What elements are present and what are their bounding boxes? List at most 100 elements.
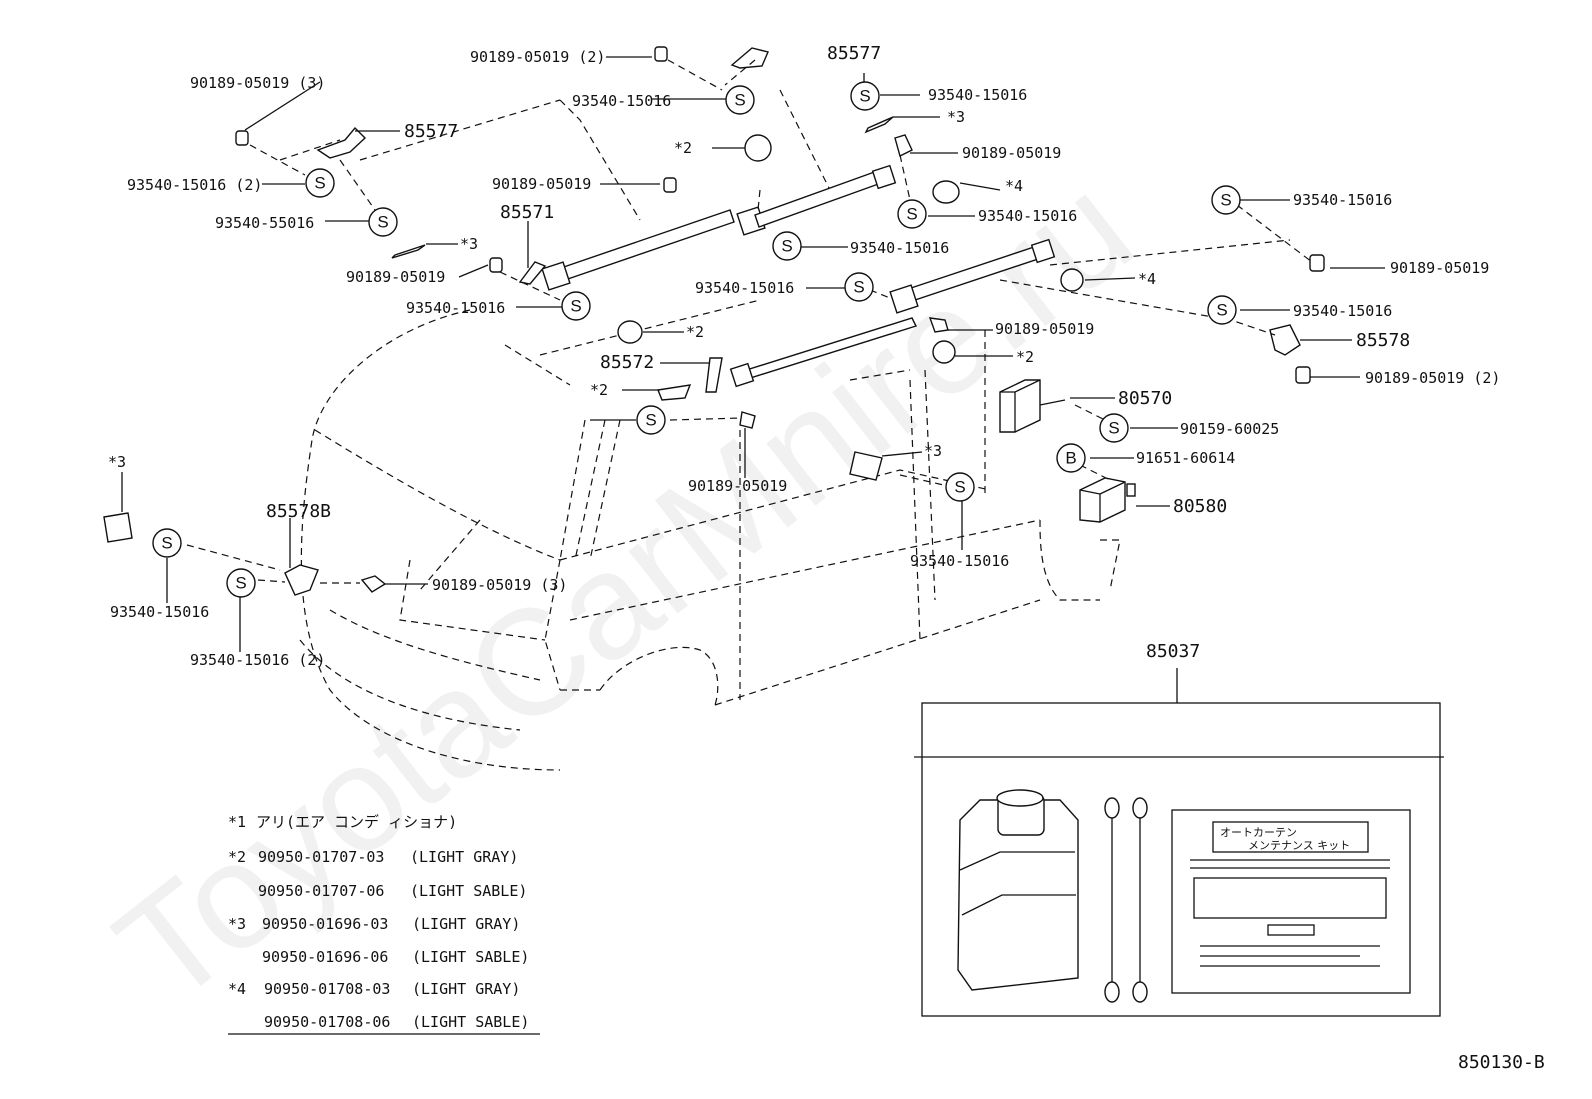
callout: 90189-05019	[688, 477, 787, 495]
callout: 85577	[404, 121, 458, 142]
svg-text:S: S	[570, 297, 581, 316]
callout: 91651-60614	[1136, 449, 1235, 467]
screw-symbol: S	[152, 528, 182, 558]
svg-text:S: S	[1108, 419, 1119, 438]
note-mark: *3	[228, 915, 246, 933]
note-color: (LIGHT GRAY)	[412, 980, 520, 998]
svg-text:S: S	[853, 278, 864, 297]
callout: 90189-05019	[492, 175, 591, 193]
figure-id: 850130-B	[1458, 1052, 1545, 1073]
screw-symbol: S	[636, 405, 666, 435]
callout: 90189-05019	[962, 144, 1061, 162]
callout: 93540-15016	[978, 207, 1077, 225]
part-callouts: 90189-05019 (2) 85577 90189-05019 (3) 93…	[108, 43, 1500, 669]
maintenance-kit: オートカーテン メンテナンス キット	[914, 668, 1444, 1017]
callout: 90159-60025	[1180, 420, 1279, 438]
callout: 90189-05019 (3)	[432, 576, 567, 594]
callout: 93540-15016	[1293, 302, 1392, 320]
caps	[617, 134, 1084, 364]
footnotes: *1 アリ(エア コンデ ィショナ) *2 90950-01707-03 (LI…	[228, 813, 540, 1035]
svg-text:S: S	[235, 574, 246, 593]
callout: 90189-05019 (3)	[190, 74, 325, 92]
callout: 93540-15016 (2)	[127, 176, 262, 194]
screw-symbol: S	[368, 207, 398, 237]
callout: *2	[1016, 348, 1034, 366]
screw-symbol: S	[772, 231, 802, 261]
kit-label-line2: メンテナンス キット	[1248, 839, 1350, 852]
callout: 93540-15016	[928, 86, 1027, 104]
note-part: 90950-01708-03	[264, 980, 390, 998]
callout: *4	[1005, 177, 1023, 195]
note-part: 90950-01707-03	[258, 848, 384, 866]
cotton-swabs	[1104, 797, 1148, 1003]
curtain-rail-middle	[889, 238, 1056, 314]
note-part: アリ(エア コンデ ィショナ)	[256, 813, 457, 831]
svg-text:S: S	[645, 411, 656, 430]
callout: *2	[686, 323, 704, 341]
note-color: (LIGHT SABLE)	[412, 948, 529, 966]
callout: *3	[947, 108, 965, 126]
screw-symbol: S	[305, 168, 335, 198]
svg-text:B: B	[1065, 449, 1076, 468]
screw-symbol: S	[1207, 295, 1237, 325]
control-unit-80570	[999, 379, 1066, 433]
relay-80580	[1079, 477, 1136, 523]
callout: 85577	[827, 43, 881, 64]
curtain-rail-upper-left	[541, 206, 766, 291]
callout: 85578B	[266, 501, 331, 522]
svg-text:S: S	[734, 91, 745, 110]
note-mark: *1	[228, 813, 246, 831]
note-color: (LIGHT SABLE)	[412, 1013, 529, 1031]
callout: *2	[590, 381, 608, 399]
callout: *4	[1138, 270, 1156, 288]
callout: *3	[924, 442, 942, 460]
screw-symbol: S	[1099, 413, 1129, 443]
callout: *3	[108, 453, 126, 471]
instruction-sheet: オートカーテン メンテナンス キット	[1171, 809, 1411, 994]
callout: *3	[460, 235, 478, 253]
note-part: 90950-01696-06	[262, 948, 388, 966]
callout: 85578	[1356, 330, 1410, 351]
svg-text:S: S	[377, 213, 388, 232]
callout: 90189-05019 (2)	[1365, 369, 1500, 387]
svg-text:S: S	[906, 205, 917, 224]
curtain-rail-lower	[729, 317, 917, 388]
screw-symbol: S	[725, 85, 755, 115]
svg-text:S: S	[1220, 191, 1231, 210]
tape-pads	[103, 116, 894, 543]
kit-label-line1: オートカーテン	[1220, 826, 1297, 839]
callout: *2	[674, 139, 692, 157]
callout: 90189-05019	[346, 268, 445, 286]
note-mark: *4	[228, 980, 246, 998]
callout: 90189-05019	[1390, 259, 1489, 277]
callout: 90189-05019 (2)	[470, 48, 605, 66]
leader-lines	[121, 56, 1385, 652]
callout: 80580	[1173, 496, 1227, 517]
svg-text:S: S	[859, 87, 870, 106]
callout: 93540-55016	[215, 214, 314, 232]
clips	[235, 46, 1325, 596]
screw-symbol: S	[945, 472, 975, 502]
callout: 80570	[1118, 388, 1172, 409]
note-color: (LIGHT GRAY)	[412, 915, 520, 933]
note-part: 90950-01696-03	[262, 915, 388, 933]
note-mark: *2	[228, 848, 246, 866]
screw-symbols: S S S S S S S S S S S S S S S B	[152, 81, 1241, 598]
screw-symbol: S	[844, 272, 874, 302]
svg-text:S: S	[1216, 301, 1227, 320]
note-color: (LIGHT SABLE)	[410, 882, 527, 900]
callout: 93540-15016	[695, 279, 794, 297]
callout: 90189-05019	[995, 320, 1094, 338]
svg-text:S: S	[781, 237, 792, 256]
curtain-rail-upper-right	[754, 164, 897, 228]
callout: 93540-15016	[910, 552, 1009, 570]
callout: 93540-15016 (2)	[190, 651, 325, 669]
screw-symbol: S	[897, 199, 927, 229]
note-color: (LIGHT GRAY)	[410, 848, 518, 866]
svg-text:S: S	[954, 478, 965, 497]
callout: 93540-15016	[406, 299, 505, 317]
callout: 85572	[600, 352, 654, 373]
note-part: 90950-01707-06	[258, 882, 384, 900]
callout: 93540-15016	[572, 92, 671, 110]
